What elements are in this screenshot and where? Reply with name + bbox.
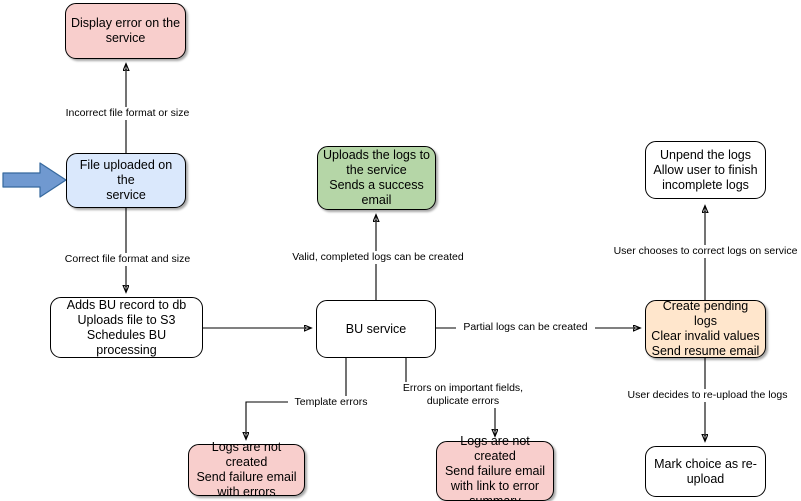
edge-label-user-decides-reupload: User decides to re-upload the logs: [620, 389, 795, 402]
node-adds-bu-record[interactable]: Adds BU record to db Uploads file to S3 …: [50, 297, 203, 358]
node-display-error[interactable]: Display error on the service: [65, 3, 186, 59]
edge-label-correct-format: Correct file format and size: [58, 253, 197, 266]
node-label: Logs are not created Send failure email …: [196, 440, 297, 499]
node-bu-service[interactable]: BU service: [316, 300, 436, 358]
node-label: Create pending logs Clear invalid values…: [651, 299, 760, 358]
node-uploads-logs[interactable]: Uploads the logs to the service Sends a …: [317, 146, 436, 210]
edge-label-incorrect-format: Incorrect file format or size: [58, 107, 197, 120]
node-label: Uploads the logs to the service Sends a …: [322, 148, 430, 207]
node-create-pending-logs[interactable]: Create pending logs Clear invalid values…: [645, 299, 766, 358]
edge-label-template-errors: Template errors: [288, 396, 374, 409]
node-label: Mark choice as re- upload: [654, 456, 757, 486]
edge-label-user-chooses-correct: User chooses to correct logs on service: [606, 245, 801, 258]
incoming-arrow-icon: [2, 162, 67, 198]
node-label: Display error on the service: [70, 16, 181, 45]
node-label: Unpend the logs Allow user to finish inc…: [653, 147, 758, 192]
node-mark-reupload[interactable]: Mark choice as re- upload: [645, 446, 766, 497]
edge-label-errors-important-fields: Errors on important fields, duplicate er…: [393, 382, 533, 408]
node-logs-not-created-summary[interactable]: Logs are not created Send failure email …: [436, 434, 554, 501]
node-file-uploaded[interactable]: File uploaded on the service: [66, 153, 186, 208]
node-label: Adds BU record to db Uploads file to S3 …: [66, 297, 187, 357]
edge-label-partial-logs: Partial logs can be created: [456, 321, 595, 334]
node-label: BU service: [345, 321, 407, 336]
node-unpend-logs[interactable]: Unpend the logs Allow user to finish inc…: [645, 141, 766, 199]
node-label: File uploaded on the service: [79, 158, 173, 202]
edge-label-valid-completed-logs: Valid, completed logs can be created: [283, 251, 473, 264]
node-logs-not-created-errors[interactable]: Logs are not created Send failure email …: [188, 440, 305, 499]
node-label: Logs are not created Send failure email …: [444, 433, 546, 501]
